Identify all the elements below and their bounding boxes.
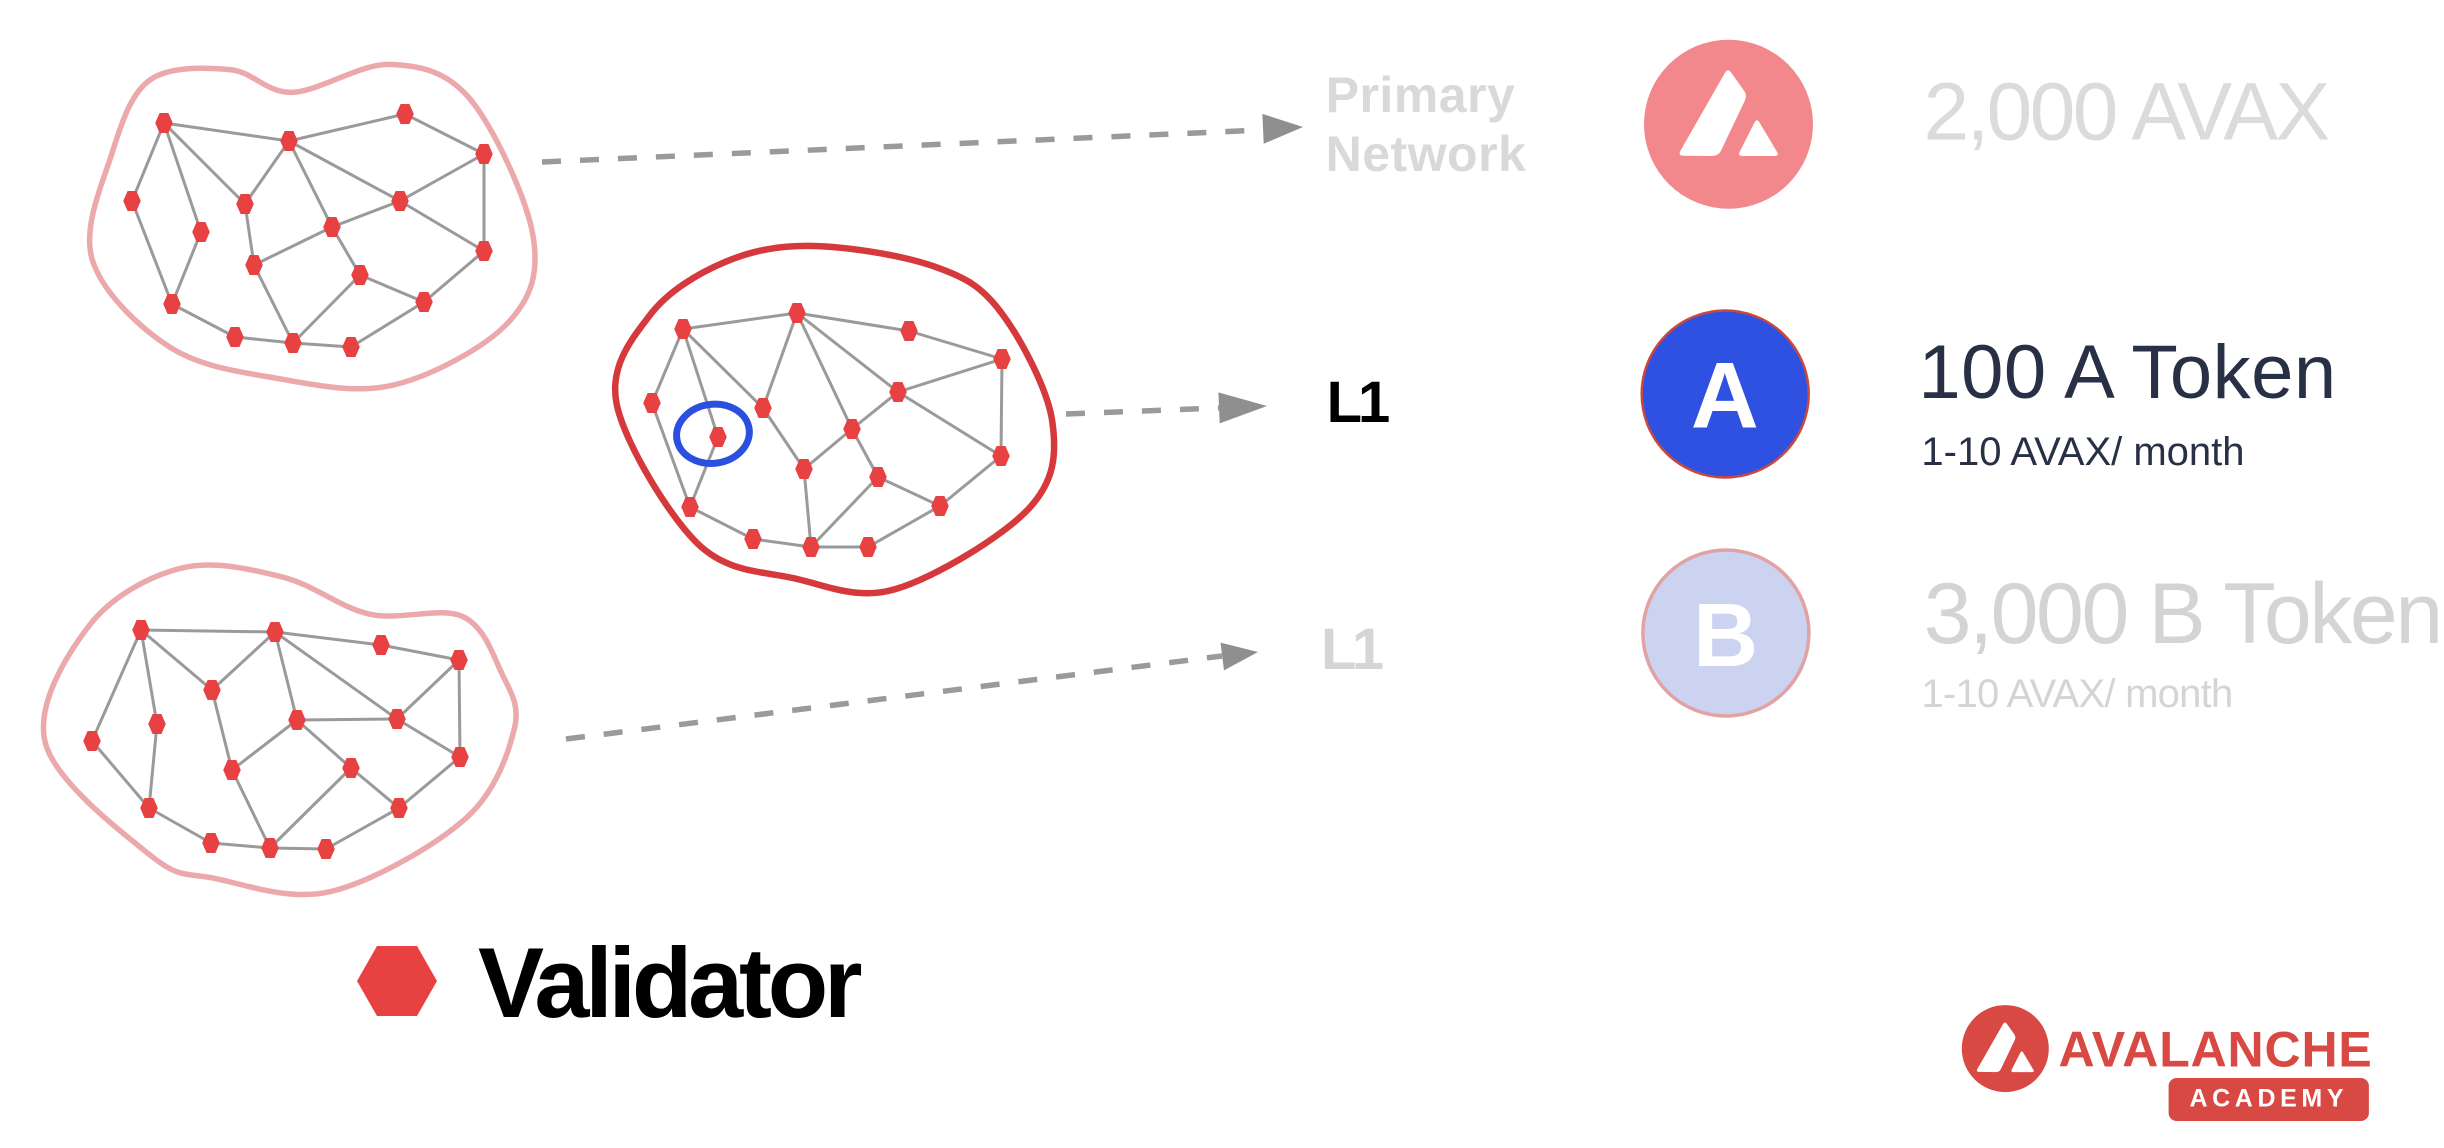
svg-text:3,000 B Token: 3,000 B Token — [1924, 566, 2441, 662]
svg-text:A: A — [1691, 343, 1759, 448]
svg-text:ACADEMY: ACADEMY — [2190, 1085, 2349, 1113]
svg-text:L1: L1 — [1327, 370, 1389, 435]
svg-text:1-10 AVAX/ month: 1-10 AVAX/ month — [1921, 430, 2244, 474]
svg-text:100 A Token: 100 A Token — [1918, 330, 2336, 415]
svg-text:2,000 AVAX: 2,000 AVAX — [1924, 67, 2329, 158]
svg-text:AVALANCHE: AVALANCHE — [2059, 1022, 2373, 1078]
svg-text:Validator: Validator — [478, 927, 862, 1038]
svg-text:L1: L1 — [1321, 617, 1383, 682]
svg-text:1-10 AVAX/ month: 1-10 AVAX/ month — [1921, 672, 2232, 716]
svg-text:B: B — [1693, 586, 1758, 686]
svg-text:Primary: Primary — [1326, 67, 1516, 123]
svg-text:Network: Network — [1326, 126, 1527, 182]
